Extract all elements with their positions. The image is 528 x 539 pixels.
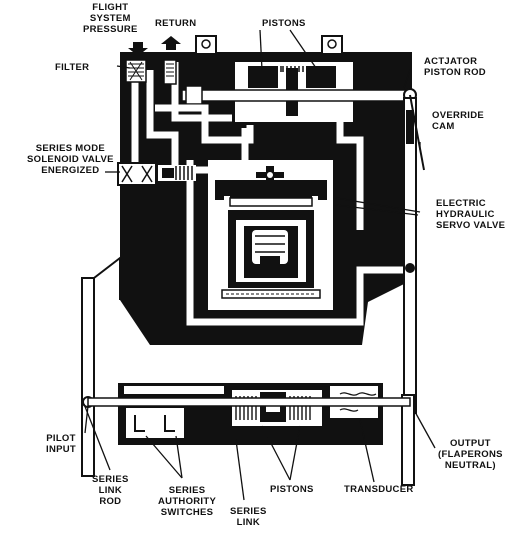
pilot-input-link bbox=[81, 255, 121, 477]
label-pistons-top: PISTONS bbox=[262, 18, 306, 29]
label-override-cam: OVERRIDE CAM bbox=[432, 110, 485, 132]
electric-hydraulic-servo-valve bbox=[208, 160, 333, 310]
override-cam-rod bbox=[403, 94, 425, 416]
label-electric-hydraulic-servo-valve: ELECTRIC HYDRAULIC SERVO VALVE bbox=[436, 198, 506, 231]
label-pilot-input: PILOT INPUT bbox=[46, 433, 76, 455]
filter-element bbox=[125, 59, 177, 85]
label-series-authority-switches: SERIES AUTHORITY SWITCHES bbox=[158, 485, 217, 518]
label-series-link-rod: SERIES LINK ROD bbox=[92, 474, 129, 507]
label-actuator-piston-rod: ACTJATOR PISTON ROD bbox=[424, 56, 486, 78]
label-pistons-bottom: PISTONS bbox=[270, 484, 314, 495]
series-link-body bbox=[118, 383, 383, 445]
return-arrow-icon bbox=[161, 36, 181, 50]
label-return: RETURN bbox=[155, 18, 197, 29]
output-link bbox=[401, 394, 415, 486]
label-flight-system-pressure: FLIGHT SYSTEM PRESSURE bbox=[83, 2, 138, 35]
label-series-link: SERIES LINK bbox=[230, 506, 267, 528]
leader-lines bbox=[83, 29, 436, 501]
pressure-arrow-icon bbox=[128, 42, 148, 56]
series-mode-solenoid-valve bbox=[117, 162, 196, 186]
label-transducer: TRANSDUCER bbox=[344, 484, 414, 495]
label-series-mode-solenoid-valve: SERIES MODE SOLENOID VALVE ENERGIZED bbox=[27, 143, 114, 176]
label-filter: FILTER bbox=[55, 62, 90, 73]
hydraulic-passages bbox=[131, 62, 412, 326]
series-link-rod bbox=[87, 397, 411, 407]
actuator-piston-rod bbox=[181, 85, 417, 105]
label-output: OUTPUT (FLAPERONS NEUTRAL) bbox=[438, 438, 503, 471]
